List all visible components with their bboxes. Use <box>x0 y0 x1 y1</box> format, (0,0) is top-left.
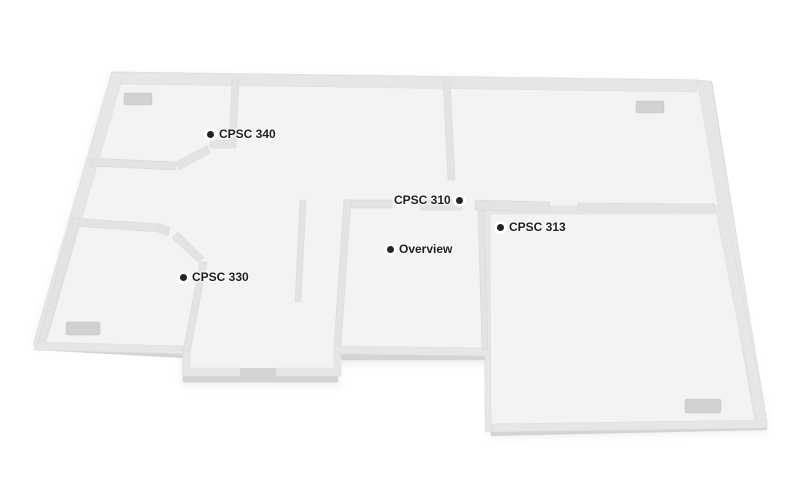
hotspot-cpsc-330[interactable]: CPSC 330 <box>180 270 249 284</box>
hotspot-marker-icon <box>387 245 394 253</box>
device-icon <box>65 321 101 336</box>
device-icon <box>123 92 153 106</box>
hotspot-label: CPSC 340 <box>219 127 276 141</box>
hotspot-marker-icon <box>180 273 187 281</box>
hotspot-marker-icon <box>455 196 463 204</box>
device-icon <box>635 100 665 114</box>
hotspot-marker-icon <box>207 130 214 138</box>
device-icon <box>684 398 722 414</box>
hotspot-label: CPSC 310 <box>394 193 451 207</box>
hotspot-overview[interactable]: Overview <box>387 242 452 256</box>
corner-devices <box>65 92 722 414</box>
hotspot-label: CPSC 313 <box>509 220 566 234</box>
hotspot-cpsc-313[interactable]: CPSC 313 <box>497 220 566 234</box>
hotspot-cpsc-310[interactable]: CPSC 310 <box>394 193 463 207</box>
hotspot-marker-icon <box>497 223 504 231</box>
hotspot-label: CPSC 330 <box>192 270 249 284</box>
interior-walls <box>37 79 716 353</box>
hotspot-cpsc-340[interactable]: CPSC 340 <box>207 127 276 141</box>
hotspot-label: Overview <box>399 242 453 256</box>
